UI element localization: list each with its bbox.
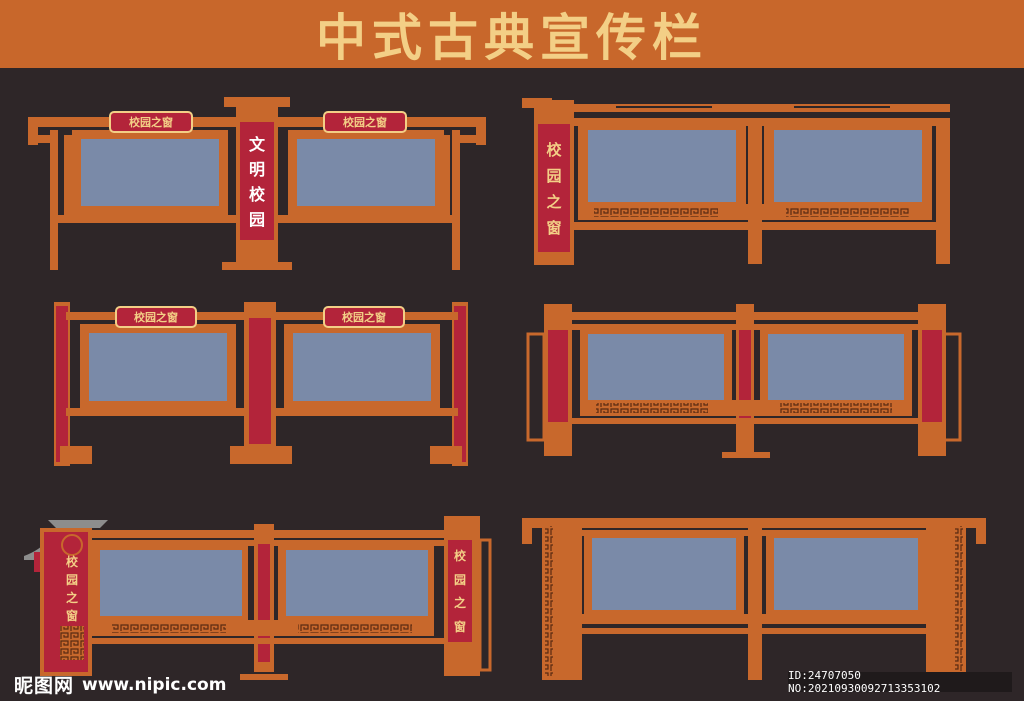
watermark-site: www.nipic.com (82, 674, 227, 695)
pillar-char: 之 (546, 192, 562, 211)
pillar-sign-window: 校 园 之 窗 (58, 552, 86, 624)
plaque-label: 校园之窗 (343, 116, 387, 129)
pillar-char: 园 (248, 209, 265, 229)
pillar-char: 校 (65, 554, 78, 569)
pillar-sign-wenming: 文 明 校 园 (240, 130, 274, 230)
billboard-design-2 (522, 98, 950, 265)
pillar-char: 窗 (65, 608, 78, 623)
pillar-char: 之 (453, 596, 466, 611)
page-title: 中式古典宣传栏 (316, 9, 708, 67)
plaque-label: 校园之窗 (342, 311, 386, 324)
pillar-char: 校 (248, 184, 265, 204)
pillar-char: 校 (546, 140, 562, 159)
pillar-char: 园 (65, 572, 78, 587)
pillar-char: 窗 (546, 218, 562, 237)
pillar-char: 园 (453, 572, 466, 587)
billboard-design-1 (28, 97, 486, 270)
pillar-sign-window: 校 园 之 窗 (538, 136, 570, 240)
pillar-char: 之 (65, 590, 78, 605)
pillar-char: 文 (248, 134, 265, 154)
pillar-char: 明 (248, 159, 265, 179)
billboard-design-6 (522, 518, 986, 680)
pillar-char: 窗 (453, 619, 466, 634)
watermark-brand: 昵图网 (14, 675, 75, 697)
watermark-id: ID:24707050 NO:20210930092713353102 (788, 669, 1012, 695)
plaque-label: 校园之窗 (134, 311, 178, 324)
plaque-label: 校园之窗 (129, 116, 173, 129)
watermark-logo: 昵图网 www.nipic.com (14, 671, 226, 698)
pillar-char: 园 (546, 166, 562, 185)
billboard-design-3 (54, 302, 468, 466)
billboard-design-4 (526, 304, 962, 458)
pillar-sign-window: 校 园 之 窗 (448, 544, 472, 638)
title-banner: 中式古典宣传栏 (0, 0, 1024, 68)
billboard-design-5 (24, 516, 492, 680)
pillar-char: 校 (453, 549, 466, 564)
